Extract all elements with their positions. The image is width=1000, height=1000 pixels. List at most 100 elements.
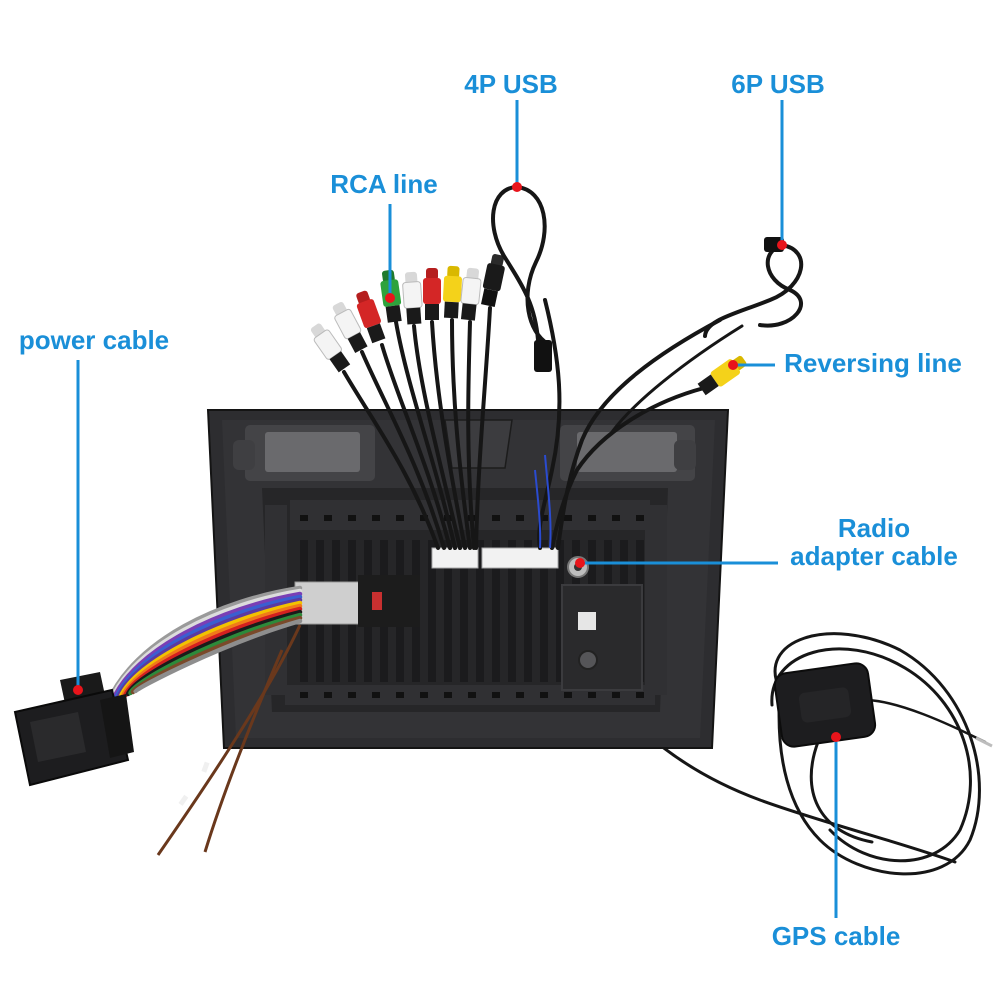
panel-hole (348, 515, 356, 521)
panel-rib (524, 540, 532, 682)
head-unit-frame (206, 409, 730, 749)
mount-ear-left (233, 440, 255, 470)
wire-marker (201, 761, 210, 773)
usb-6p-loop (758, 243, 803, 328)
usb-connector-block (481, 547, 559, 569)
callout-radio-adapter-cable: Radio adapter cable (575, 513, 958, 571)
rca-wire (342, 370, 440, 550)
callout-marker (385, 293, 395, 303)
panel-rib (492, 540, 500, 682)
rca-wire (360, 350, 446, 550)
gps-antenna-cable (809, 740, 874, 844)
rca-plug-white (332, 301, 368, 353)
gps-antenna-wire (866, 698, 987, 744)
blue-wire (534, 469, 542, 549)
callout-4p-usb: 4P USB (464, 69, 558, 192)
panel-rib (540, 540, 548, 682)
panel-hole (300, 515, 308, 521)
panel-hole (588, 692, 596, 698)
callout-gps-cable: GPS cable (772, 732, 900, 951)
label-reversing-line: Reversing line (784, 348, 962, 378)
panel-rib (508, 540, 516, 682)
rca-plug-black (480, 254, 505, 308)
panel-hole (516, 515, 524, 521)
panel-hole (492, 692, 500, 698)
panel-rib (556, 540, 564, 682)
port-sticker (578, 612, 596, 630)
harness-wire (133, 618, 303, 694)
brown-wire (203, 649, 284, 853)
rca-plug-white (310, 323, 351, 373)
panel-hole (420, 515, 428, 521)
label-adapter-cable: adapter cable (790, 541, 958, 571)
callout-power-cable: power cable (19, 325, 169, 695)
power-connector (13, 672, 134, 787)
rca-plug-yellow (442, 265, 462, 319)
panel-pillar-right (645, 505, 667, 695)
panel-hole (324, 515, 332, 521)
reversing-lead (550, 386, 706, 550)
mount-ear-right (674, 440, 696, 470)
label-6p-usb: 6P USB (731, 69, 824, 99)
panel-rib (460, 540, 468, 682)
panel-hole (612, 515, 620, 521)
panel-hole (372, 515, 380, 521)
usb-4p-cable (491, 185, 562, 550)
panel-hole (396, 692, 404, 698)
panel-hole (540, 692, 548, 698)
panel-rib (428, 540, 436, 682)
brown-wire (156, 624, 302, 856)
panel-hole (300, 692, 308, 698)
label-radio: Radio (838, 513, 910, 543)
panel-hole (612, 692, 620, 698)
panel-hole (564, 692, 572, 698)
mount-window-left (265, 432, 360, 472)
panel-rib (476, 540, 484, 682)
callout-marker (831, 732, 841, 742)
panel-hole (636, 692, 644, 698)
panel-hole (540, 515, 548, 521)
callouts: 4P USB 6P USB RCA line power cable Rever… (19, 69, 962, 951)
callout-rca-line: RCA line (330, 169, 438, 303)
panel-hole (588, 515, 596, 521)
gps-antenna-logo (798, 687, 852, 723)
panel-hole (492, 515, 500, 521)
callout-marker (728, 360, 738, 370)
gps-port-housing (561, 584, 643, 691)
gps-wire-tip (975, 736, 993, 748)
gps-antenna (773, 662, 877, 748)
rca-wire (474, 306, 492, 550)
callout-6p-usb: 6P USB (731, 69, 825, 250)
panel-hole (396, 515, 404, 521)
label-power-cable: power cable (19, 325, 169, 355)
panel-hole (636, 515, 644, 521)
fuse (372, 592, 382, 610)
rca-cables (342, 306, 492, 550)
center-notch (444, 419, 513, 469)
gps-cable-loop (770, 647, 972, 863)
usb-4p-loop (491, 185, 540, 342)
harness-socket (294, 581, 361, 625)
rca-wire (412, 324, 462, 550)
blue-wires (534, 454, 552, 549)
panel-hole (372, 692, 380, 698)
rca-wire (450, 318, 472, 550)
panel-hole (324, 692, 332, 698)
rca-plugs (310, 254, 505, 373)
panel-hole (420, 692, 428, 698)
usb-6p-lead (610, 324, 744, 434)
rca-wire (380, 343, 452, 550)
panel-hole (444, 692, 452, 698)
callout-marker (73, 685, 83, 695)
rca-connector-block (431, 547, 479, 569)
power-connector-side (100, 694, 134, 758)
power-harness (105, 585, 303, 705)
rca-wire (430, 320, 467, 550)
gps-socket (578, 650, 598, 670)
rca-plug-red (423, 268, 441, 320)
rca-plug-white (402, 271, 423, 325)
label-4p-usb: 4P USB (464, 69, 557, 99)
gps-cable-loop (773, 632, 981, 876)
